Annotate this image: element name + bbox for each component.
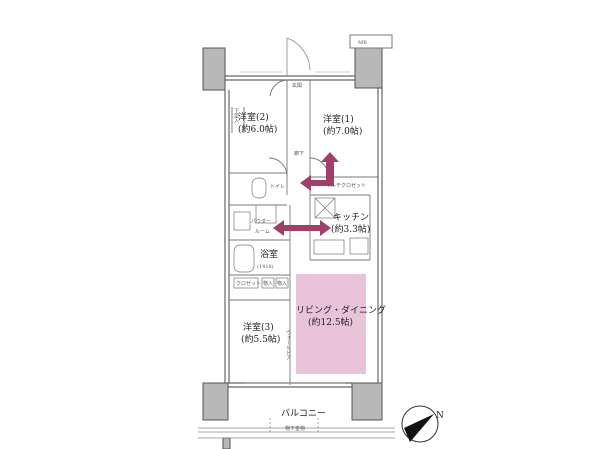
toilet-label: トイレ — [270, 184, 285, 190]
column — [351, 382, 383, 421]
arrow-up-left — [300, 152, 339, 191]
room3-name: 洋室(3) — [243, 321, 274, 333]
column — [354, 47, 383, 89]
fixtures — [233, 177, 369, 289]
mb-label: MB — [358, 40, 367, 46]
balcony-label: バルコニー — [281, 408, 326, 419]
bath-size: (1418) — [257, 263, 274, 270]
wall-door-label: ウォールドア — [285, 329, 291, 360]
room1-name: 洋室(1) — [323, 113, 354, 125]
multi-closet-label: マルチクロゼット — [326, 182, 366, 189]
living-dining-highlight — [296, 274, 366, 374]
bath-name: 浴室 — [260, 248, 278, 260]
column — [202, 47, 226, 91]
powder-room-label-1: パウダー — [251, 218, 271, 225]
shoe-storage-label: 下足入 — [233, 108, 239, 123]
room1-size: (約7.0帖) — [323, 125, 362, 137]
living-dining-name: リビング・ダイニング — [296, 304, 386, 316]
column — [202, 382, 229, 421]
storage-label-2: 物入 — [277, 280, 287, 287]
powder-room-label-2: ルーム — [255, 229, 270, 235]
windows — [240, 71, 350, 384]
living-dining-size: (約12.5帖) — [308, 316, 353, 328]
north-label: N — [436, 411, 444, 421]
room2-size: (約6.0帖) — [238, 123, 277, 135]
entrance-door — [286, 37, 311, 76]
hallway-label: 廊下 — [294, 150, 304, 157]
closet-label: クロゼット — [236, 280, 261, 287]
mb-box — [349, 34, 393, 49]
north-compass: N — [401, 405, 444, 443]
storage-label-1: 物入 — [263, 280, 273, 287]
balcony-rail — [198, 418, 395, 439]
entrance-label: 玄関 — [292, 82, 302, 89]
drying-hardware-label: 物干金物 — [285, 425, 305, 432]
circulation-arrows — [273, 152, 339, 236]
column — [222, 437, 231, 449]
arrow-double-horizontal — [273, 220, 331, 236]
kitchen-size: (約3.3帖) — [331, 223, 370, 235]
kitchen-name: キッチン — [333, 212, 369, 223]
room3-size: (約5.5帖) — [241, 333, 280, 345]
room2-name: 洋室(2) — [238, 111, 269, 123]
